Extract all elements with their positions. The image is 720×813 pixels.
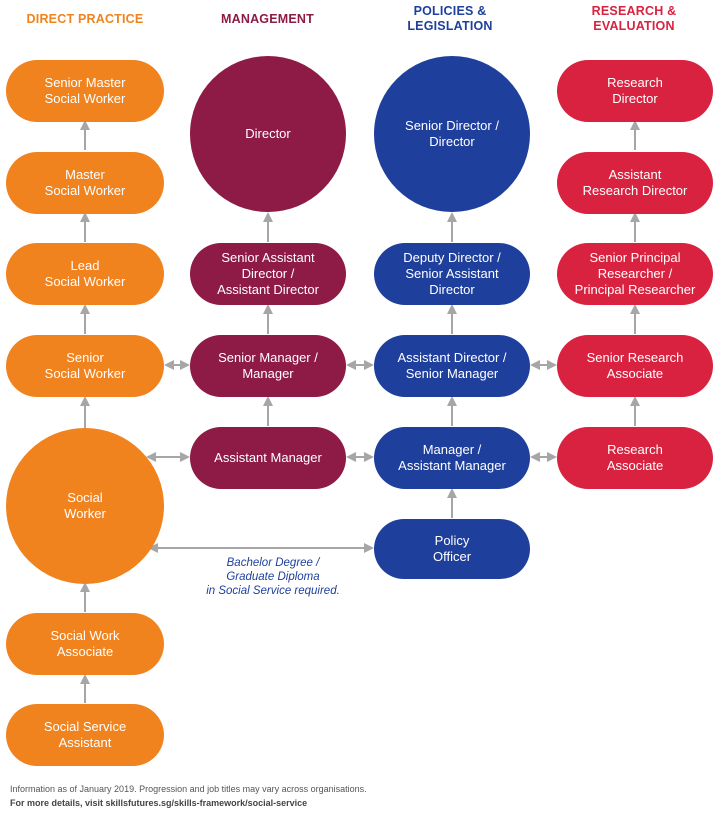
node-senior-research-associate: Senior Research Associate xyxy=(557,335,713,397)
node-social-service-assistant: Social Service Assistant xyxy=(6,704,164,766)
node-senior-assistant-director: Senior Assistant Director / Assistant Di… xyxy=(190,243,346,305)
node-senior-master-social-worker: Senior Master Social Worker xyxy=(6,60,164,122)
node-director: Director xyxy=(190,56,346,212)
header-research-evaluation: RESEARCH & EVALUATION xyxy=(591,4,677,33)
node-senior-social-worker: Senior Social Worker xyxy=(6,335,164,397)
node-deputy-director: Deputy Director / Senior Assistant Direc… xyxy=(374,243,530,305)
node-senior-director: Senior Director / Director xyxy=(374,56,530,212)
header-direct-practice: DIRECT PRACTICE xyxy=(26,12,144,26)
node-social-work-associate: Social Work Associate xyxy=(6,613,164,675)
node-assistant-director-policy: Assistant Director / Senior Manager xyxy=(374,335,530,397)
node-senior-principal-researcher: Senior Principal Researcher / Principal … xyxy=(557,243,713,305)
node-assistant-research-director: Assistant Research Director xyxy=(557,152,713,214)
node-manager-policy: Manager / Assistant Manager xyxy=(374,427,530,489)
node-senior-manager: Senior Manager / Manager xyxy=(190,335,346,397)
footer-link: For more details, visit skillsfutures.sg… xyxy=(10,798,308,808)
degree-requirement-note: Bachelor Degree / Graduate Diploma in So… xyxy=(206,557,340,597)
node-assistant-manager: Assistant Manager xyxy=(190,427,346,489)
node-lead-social-worker: Lead Social Worker xyxy=(6,243,164,305)
header-policies-legislation: POLICIES & LEGISLATION xyxy=(407,4,493,33)
footer-info: Information as of January 2019. Progress… xyxy=(10,784,367,794)
node-research-director: Research Director xyxy=(557,60,713,122)
node-policy-officer: Policy Officer xyxy=(374,519,530,579)
node-social-worker: Social Worker xyxy=(6,428,164,584)
node-master-social-worker: Master Social Worker xyxy=(6,152,164,214)
header-management: MANAGEMENT xyxy=(221,12,314,26)
node-research-associate: Research Associate xyxy=(557,427,713,489)
